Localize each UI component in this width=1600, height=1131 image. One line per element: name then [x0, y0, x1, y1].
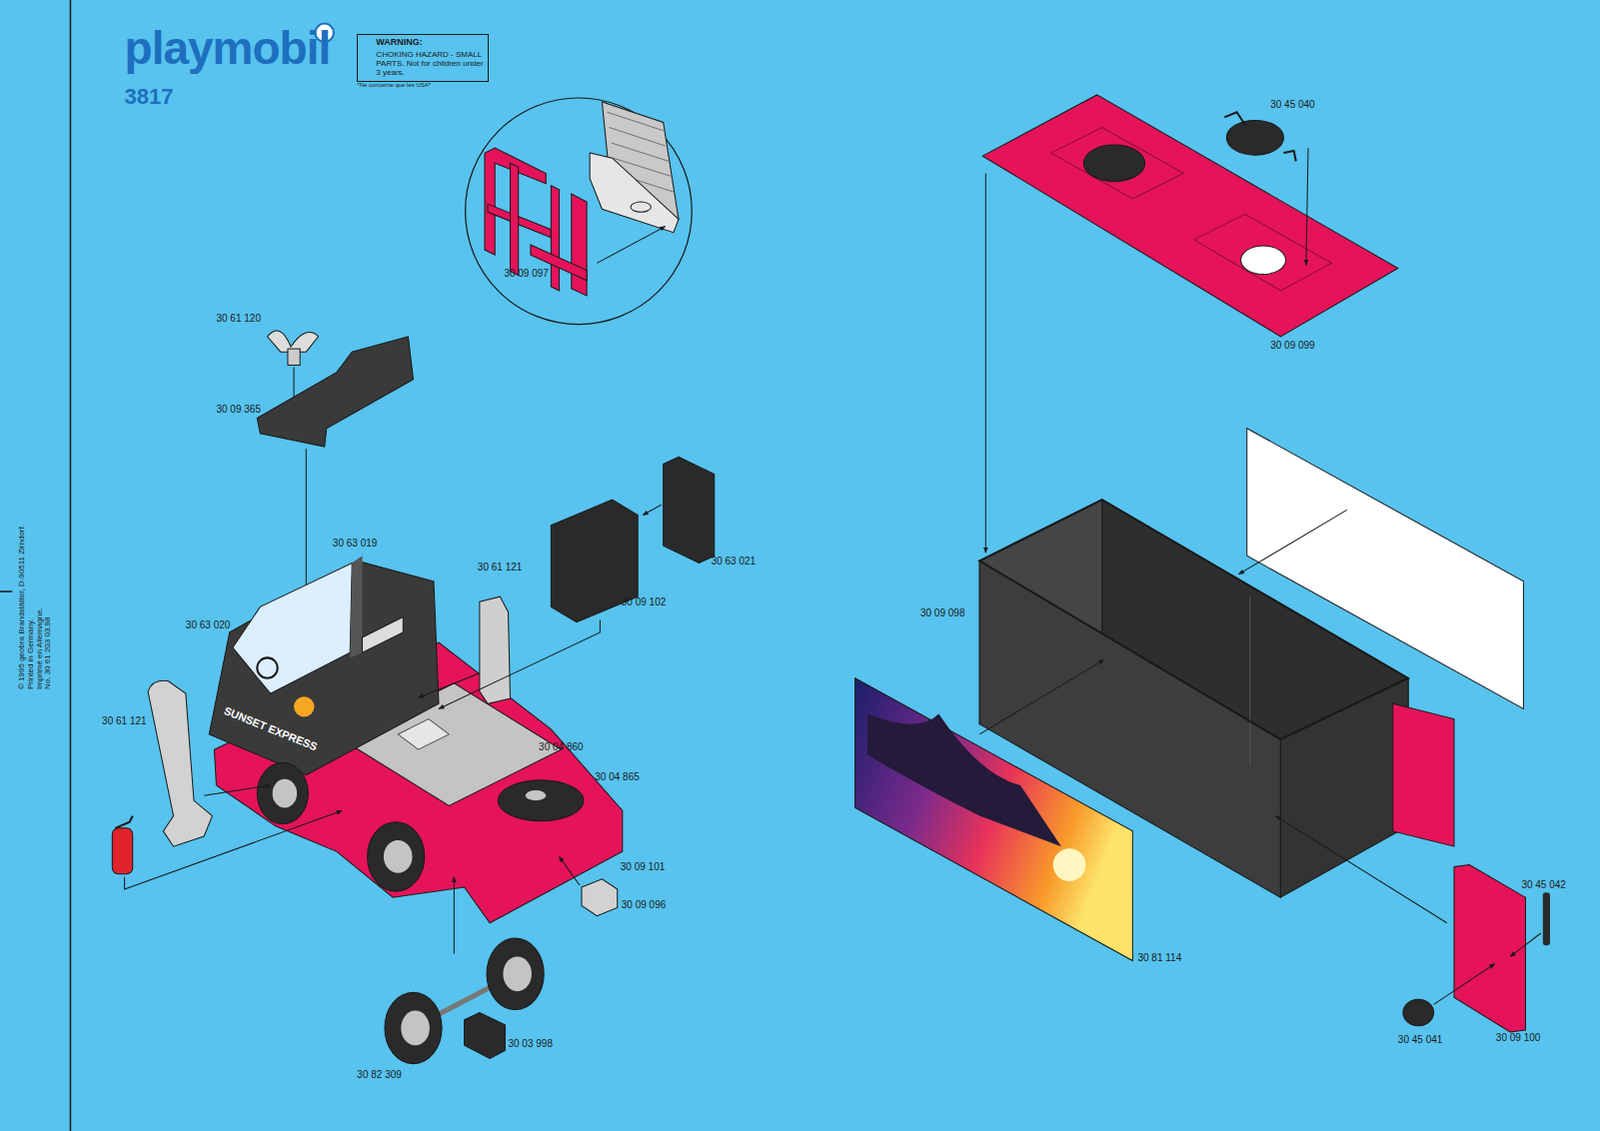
part-number: 30 04 865 [594, 771, 640, 783]
horn [267, 330, 319, 365]
part-number: 30 03 998 [507, 1038, 553, 1050]
fifth-wheel [497, 780, 584, 822]
copyright-line: Printed in Germany. [26, 524, 36, 690]
part-number: 30 63 021 [711, 555, 757, 567]
part-number: 30 61 121 [101, 715, 147, 727]
part-number: 30 45 041 [1398, 1034, 1444, 1046]
part-number: 30 09 365 [215, 403, 261, 415]
part-number: 30 09 101 [620, 861, 666, 873]
white-sticker [1247, 428, 1525, 710]
footnote: *Ne concerne que les USA* [356, 81, 431, 89]
part-number: 30 04 860 [538, 741, 584, 753]
part-number: 30 61 121 [477, 561, 523, 573]
part-number: 30 45 042 [1521, 879, 1567, 891]
warning-box: WARNING: CHOKING HAZARD - SMALL PARTS. No… [356, 33, 489, 82]
door-rod [1543, 892, 1551, 946]
part-number: 30 61 120 [215, 312, 261, 324]
rear-door [1454, 865, 1526, 1033]
part-number: 30 81 114 [1137, 952, 1182, 964]
part-number: 30 63 020 [185, 619, 231, 631]
front-wheel [256, 763, 308, 825]
copyright-line: No. 30 61 203 03.98 [43, 524, 53, 690]
rear-door-open [1393, 703, 1455, 847]
rear-wheel [367, 822, 425, 892]
detail-circle [465, 97, 693, 325]
copyright-line: © 1995 geobra Brandstätter, D-90511 Zirn… [17, 524, 27, 690]
box-lid [663, 456, 715, 563]
sunset-sticker [855, 678, 1134, 962]
roof-hatch [1224, 111, 1296, 161]
copyright-line: Imprimé en Allemagne. [35, 524, 45, 690]
fire-extinguisher [111, 816, 132, 875]
cab [208, 560, 439, 775]
trailer-detail [589, 101, 679, 233]
bull-bar [484, 147, 587, 296]
trailer-roof [982, 94, 1399, 337]
copyright-block: © 1995 geobra Brandstätter, D-90511 Zirn… [17, 524, 53, 690]
brand-logo: playmobil [124, 24, 331, 71]
hitch [581, 879, 618, 917]
part-number: 30 09 099 [1270, 339, 1316, 351]
step-fender [147, 680, 212, 847]
part-number: 30 09 096 [621, 899, 667, 911]
margin-line [69, 0, 72, 1131]
part-number: 30 09 100 [1496, 1032, 1542, 1044]
part-number: 30 82 309 [356, 1069, 402, 1081]
door-knob [1403, 999, 1435, 1027]
part-number: 30 45 040 [1270, 98, 1316, 110]
part-number: 30 63 019 [332, 537, 378, 549]
warning-text: CHOKING HAZARD - SMALL PARTS. Not for ch… [375, 49, 484, 78]
set-number: 3817 [124, 84, 174, 109]
part-number: 30 09 098 [920, 607, 966, 619]
part-number: 30 09 097 [503, 267, 549, 279]
margin-tick [0, 590, 12, 593]
part-number: 30 09 102 [621, 596, 667, 608]
windshield [232, 562, 352, 694]
axle-bracket [464, 1013, 506, 1060]
warning-heading: WARNING: [375, 36, 484, 47]
cab-roof [256, 336, 413, 447]
